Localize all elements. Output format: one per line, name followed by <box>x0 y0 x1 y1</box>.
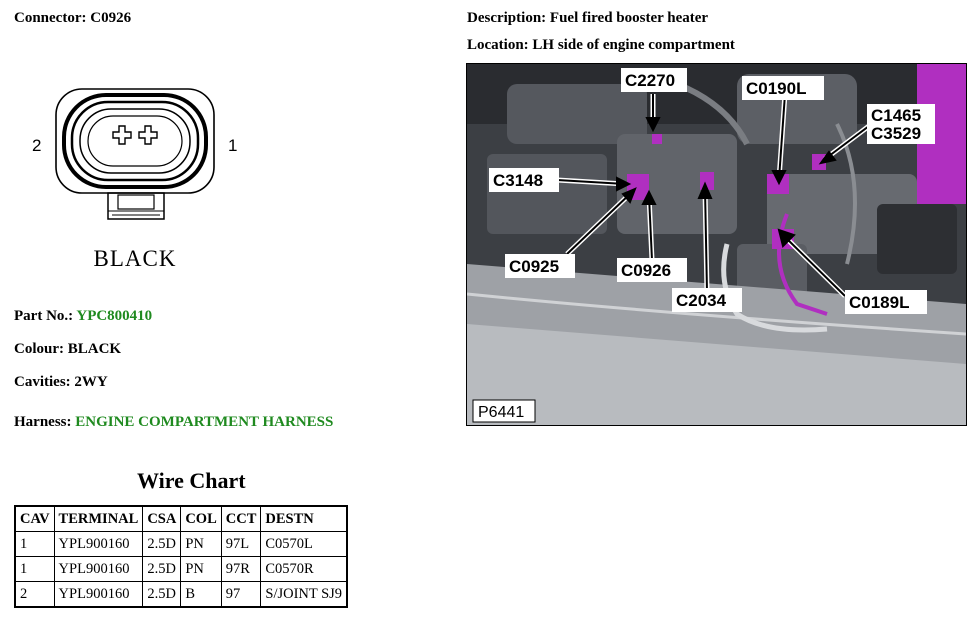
description-line: Description: Fuel fired booster heater <box>467 10 708 27</box>
header-destn: DESTN <box>260 505 348 532</box>
cell-cct: 97L <box>220 531 262 557</box>
cell-cct: 97R <box>220 556 262 582</box>
cavities-label: Cavities: <box>14 374 71 390</box>
callout-c0926: C0926 <box>621 261 671 280</box>
cell-terminal: YPL900160 <box>53 581 144 608</box>
callout-c0190l: C0190L <box>746 79 806 98</box>
colour-label: Colour: <box>14 341 64 357</box>
table-row: 1 YPL900160 2.5D PN 97R C0570R <box>14 556 348 582</box>
harness-label: Harness: <box>14 414 72 430</box>
wire-chart-header-row: CAV TERMINAL CSA COL CCT DESTN <box>14 505 348 532</box>
location-photo: C2270 C0190L C1465 C3529 C3148 C0925 C09… <box>466 63 967 426</box>
location-value: LH side of engine compartment <box>532 37 735 53</box>
description-value: Fuel fired booster heater <box>549 10 709 26</box>
callout-c3148: C3148 <box>493 171 543 190</box>
table-row: 1 YPL900160 2.5D PN 97L C0570L <box>14 531 348 557</box>
location-label: Location: <box>467 37 529 53</box>
cell-terminal: YPL900160 <box>53 531 144 557</box>
header-col: COL <box>180 505 222 532</box>
cell-destn: S/JOINT SJ9 <box>260 581 348 608</box>
table-row: 2 YPL900160 2.5D B 97 S/JOINT SJ9 <box>14 581 348 608</box>
cell-cct: 97 <box>220 581 262 608</box>
header-cav: CAV <box>14 505 55 532</box>
wire-chart-table: CAV TERMINAL CSA COL CCT DESTN 1 YPL9001… <box>14 505 349 608</box>
colour-line: Colour: BLACK <box>14 341 121 358</box>
callout-c2270: C2270 <box>625 71 675 90</box>
header-cct: CCT <box>220 505 262 532</box>
pin-2-label: 2 <box>32 136 41 155</box>
connector-color-text: BLACK <box>94 246 177 271</box>
connector-face-diagram: 2 1 BLACK <box>32 88 237 271</box>
callout-c1465: C1465 <box>871 106 921 125</box>
connector-label: Connector: <box>14 10 87 26</box>
part-no-line: Part No.: YPC800410 <box>14 308 152 325</box>
colour-value: BLACK <box>67 341 122 357</box>
callout-c3529: C3529 <box>871 124 921 143</box>
pin-1-label: 1 <box>228 136 237 155</box>
callout-layer: C2270 C0190L C1465 C3529 C3148 C0925 C09… <box>472 68 935 423</box>
engine-bay-illustration <box>467 64 966 425</box>
cell-csa: 2.5D <box>142 556 182 582</box>
cell-terminal: YPL900160 <box>53 556 144 582</box>
cell-col: B <box>180 581 222 608</box>
harness-line: Harness: ENGINE COMPARTMENT HARNESS <box>14 414 333 431</box>
photo-ref-label: P6441 <box>478 404 524 421</box>
cell-destn: C0570R <box>260 556 348 582</box>
callout-c2034: C2034 <box>676 291 727 310</box>
wire-chart-title: Wire Chart <box>137 468 246 493</box>
cell-cav: 1 <box>14 531 55 557</box>
part-no-label: Part No.: <box>14 308 74 324</box>
cell-destn: C0570L <box>260 531 348 557</box>
part-no-value[interactable]: YPC800410 <box>76 308 153 324</box>
cell-cav: 1 <box>14 556 55 582</box>
cell-csa: 2.5D <box>142 531 182 557</box>
location-line: Location: LH side of engine compartment <box>467 37 735 54</box>
cell-cav: 2 <box>14 581 55 608</box>
cell-col: PN <box>180 556 222 582</box>
callout-c0189l: C0189L <box>849 293 909 312</box>
header-csa: CSA <box>142 505 182 532</box>
cavities-value: 2WY <box>74 374 108 390</box>
cavities-line: Cavities: 2WY <box>14 374 108 391</box>
cell-col: PN <box>180 531 222 557</box>
harness-value[interactable]: ENGINE COMPARTMENT HARNESS <box>75 414 334 430</box>
header-terminal: TERMINAL <box>53 505 144 532</box>
description-label: Description: <box>467 10 547 26</box>
connector-line: Connector: C0926 <box>14 10 131 27</box>
cell-csa: 2.5D <box>142 581 182 608</box>
callout-c0925: C0925 <box>509 257 559 276</box>
connector-value: C0926 <box>90 10 132 26</box>
